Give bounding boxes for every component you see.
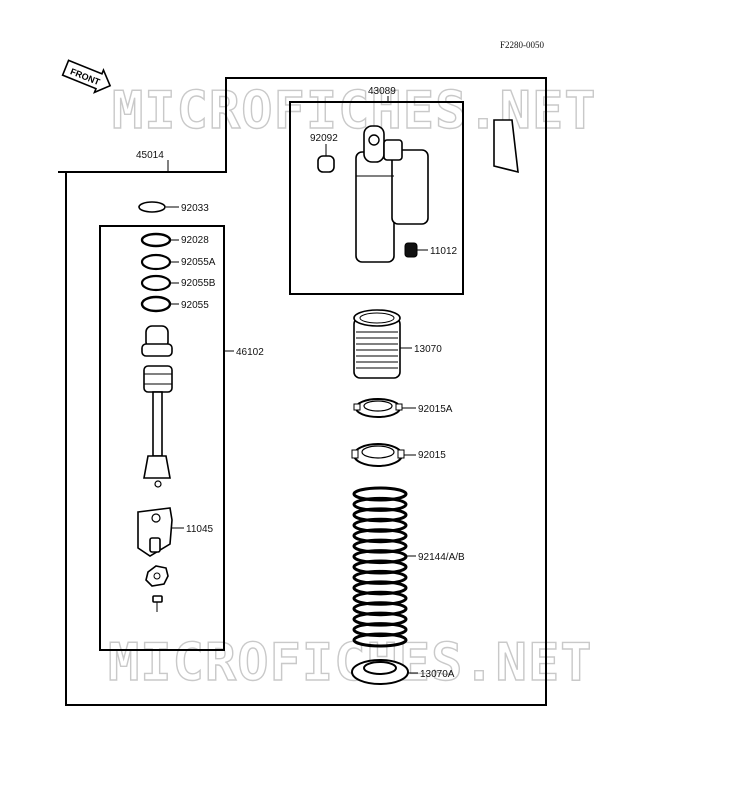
spring-coil (352, 559, 408, 575)
oring-92055A (140, 253, 172, 271)
spring-coil (352, 549, 408, 565)
reservoir-shock-body (355, 125, 429, 263)
oring-92055B (140, 274, 172, 292)
spring-coil (352, 507, 408, 523)
label-92055B: 92055B (181, 278, 216, 289)
spring-coil (352, 538, 408, 554)
spring-coil (352, 611, 408, 627)
spring-seat-13070A (351, 659, 409, 685)
spring-coil (352, 517, 408, 533)
ring-92028 (140, 232, 172, 248)
oring-92055 (140, 295, 172, 313)
label-11045: 11045 (186, 524, 214, 535)
adjuster-nut-92015A (353, 398, 403, 418)
spring-seat-13070 (353, 309, 401, 379)
label-92015: 92015 (418, 450, 446, 461)
damper-rod-drawing (137, 325, 173, 557)
label-43089: 43089 (368, 86, 396, 97)
spring-coil (352, 590, 408, 606)
label-92055: 92055 (181, 300, 209, 311)
front-arrow-icon: FRONT (61, 59, 112, 94)
spring-coil (352, 496, 408, 512)
spring-coil (352, 528, 408, 544)
outer-assembly-frame (58, 77, 547, 706)
spring-coil (352, 580, 408, 596)
spring-coil (352, 632, 408, 648)
label-13070: 13070 (414, 344, 442, 355)
watermark-top: MICROFICHES.NET (112, 81, 597, 141)
label-46102: 46102 (236, 347, 264, 358)
reservoir-assembly-frame (289, 101, 464, 295)
coil-spring-92144 (352, 486, 408, 648)
spring-coil (352, 486, 408, 502)
spring-coil (352, 622, 408, 638)
spring-coil (352, 601, 408, 617)
label-13070A: 13070A (420, 669, 455, 680)
label-45014: 45014 (136, 150, 164, 161)
label-92028: 92028 (181, 235, 209, 246)
bushing-92092 (317, 155, 335, 173)
bolt-drawing (152, 595, 163, 612)
bracket-shape (493, 119, 519, 174)
lock-nut-92015 (351, 443, 405, 467)
label-92092: 92092 (310, 133, 338, 144)
label-92055A: 92055A (181, 257, 216, 268)
reference-code: F2280-0050 (500, 40, 545, 50)
label-92015A: 92015A (418, 404, 453, 415)
label-92144: 92144/A/B (418, 552, 465, 563)
damper-rod-assembly-frame (99, 225, 225, 651)
circlip-92033 (138, 201, 166, 213)
watermark-bottom: MICROFICHES.NET (108, 633, 593, 693)
lock-nut-drawing (145, 565, 169, 587)
valve-cap-11012 (404, 242, 418, 258)
label-11012: 11012 (430, 246, 458, 257)
label-92033: 92033 (181, 203, 209, 214)
spring-coil (352, 569, 408, 585)
